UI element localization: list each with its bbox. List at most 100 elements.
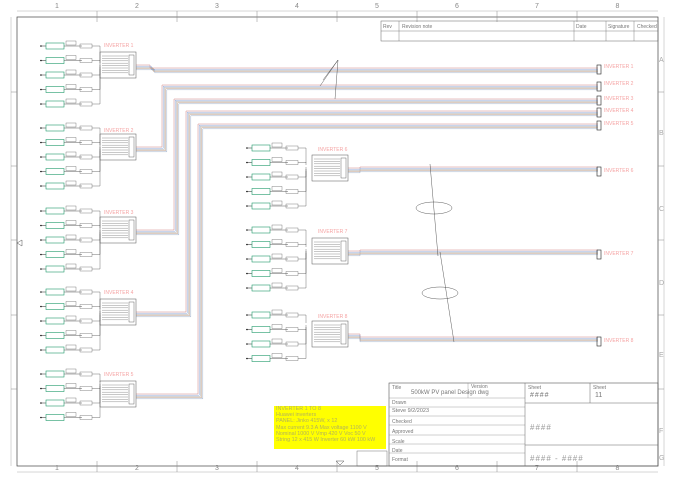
dc-bus-line (136, 111, 598, 314)
pv-module (45, 317, 65, 325)
grid-column-label: 4 (295, 3, 299, 10)
dc-bus-line (348, 169, 598, 171)
fuse-box (271, 200, 283, 206)
output-terminal (596, 64, 602, 75)
string-feed (92, 291, 101, 307)
pv-module (45, 370, 65, 378)
center-mark (16, 239, 23, 247)
fuse-box (65, 40, 77, 46)
note-line: String 12 x 415 W Inverter 60 kW 100 kW (276, 437, 376, 444)
pv-module (251, 270, 271, 277)
string-feed (92, 147, 101, 158)
string-node (246, 328, 248, 331)
inverter-title-8: INVERTER 8 (318, 314, 348, 320)
string-node (40, 291, 42, 293)
pv-module (45, 236, 65, 244)
fuse-box (65, 55, 77, 60)
grid-column-label: 5 (375, 465, 379, 472)
string-feed (298, 167, 307, 178)
dc-bus-line (136, 102, 598, 234)
string-node (40, 268, 42, 270)
string-feed (92, 69, 101, 105)
string-feed (298, 251, 307, 274)
note-line: Nominal 1000 V Vmp 420 V Voc 50 V (276, 430, 366, 437)
dc-bus-line (136, 99, 598, 232)
dc-bus-line (348, 250, 598, 253)
pv-module (45, 42, 65, 50)
string-node (40, 170, 42, 173)
output-terminal (596, 120, 602, 131)
dc-bus-line (348, 167, 598, 170)
string-node (40, 210, 42, 212)
string-feed (92, 45, 101, 61)
string-feed (92, 232, 101, 255)
project-name: 500kW PV panel Design dwg (411, 390, 489, 396)
inverter-title-3: INVERTER 3 (104, 210, 134, 216)
combiner-box (99, 51, 137, 79)
output-label-5: INVERTER 5 (604, 121, 634, 127)
outer-border (16, 16, 659, 467)
dc-bus-line (348, 166, 598, 169)
pv-string-group (40, 368, 101, 421)
dc-bus-line (136, 65, 598, 70)
dc-bus-line (136, 98, 598, 231)
fuse-box (271, 239, 283, 244)
dc-bus-line (136, 124, 598, 396)
string-node (246, 343, 248, 345)
output-label-6: INVERTER 6 (604, 168, 634, 174)
grid-row-label: B (659, 130, 664, 137)
string-node (40, 373, 42, 375)
breaker (340, 157, 347, 179)
combiner-outline (99, 216, 137, 244)
wire-bundles (136, 59, 598, 400)
grid-row-label: G (659, 455, 665, 462)
dc-bus-line (348, 333, 598, 338)
combiner-box (311, 320, 349, 348)
inverter-title-6: INVERTER 6 (318, 147, 348, 153)
breaker (340, 323, 347, 345)
string-feed (92, 388, 101, 418)
fuse-box (65, 412, 77, 417)
string-node (40, 416, 42, 419)
pv-module (45, 57, 65, 64)
output-terminal (596, 95, 602, 106)
fuse-box (271, 338, 283, 344)
dc-bus-line (136, 68, 598, 72)
combiner-box (311, 154, 349, 182)
fuse-box (65, 249, 77, 254)
note-line: PANEL: Jinko 415W, x 12 (276, 418, 338, 425)
inverter-title-2: INVERTER 2 (104, 128, 134, 134)
fuse-box (65, 330, 77, 335)
string-feed (92, 306, 101, 309)
drawn-value: Steve 9/2/2023 (392, 408, 430, 414)
output-terminal (596, 166, 602, 177)
combiner-box (99, 133, 137, 161)
note-line: INVERTER 1 TO 8 (276, 406, 321, 412)
pv-string-group (246, 142, 307, 210)
pv-module (251, 326, 271, 333)
string-node (40, 387, 42, 390)
pv-module (45, 251, 65, 258)
string-node (40, 239, 42, 241)
string-node (40, 320, 42, 322)
combiner-outline (99, 298, 137, 326)
grid-column-label: 2 (135, 3, 139, 10)
fuse-box (65, 368, 77, 374)
pv-module (251, 255, 271, 263)
inverter-combiner-boxes (99, 51, 349, 408)
string-feed (92, 384, 101, 389)
pv-module (45, 385, 65, 392)
sheet-label: Sheet (593, 385, 607, 391)
dc-bus-line (136, 85, 598, 149)
output-terminal (596, 249, 602, 260)
row-label-checked: Checked (392, 419, 412, 425)
pv-module (45, 71, 65, 79)
grid-column-label: 6 (455, 465, 459, 472)
pv-module (251, 241, 271, 248)
string-feed (298, 244, 307, 247)
specification-note: INVERTER 1 TO 8 Huawei inverters PANEL: … (274, 406, 386, 449)
combiner-box (99, 298, 137, 326)
dc-bus-line (348, 252, 598, 254)
fuse-box (65, 180, 77, 186)
